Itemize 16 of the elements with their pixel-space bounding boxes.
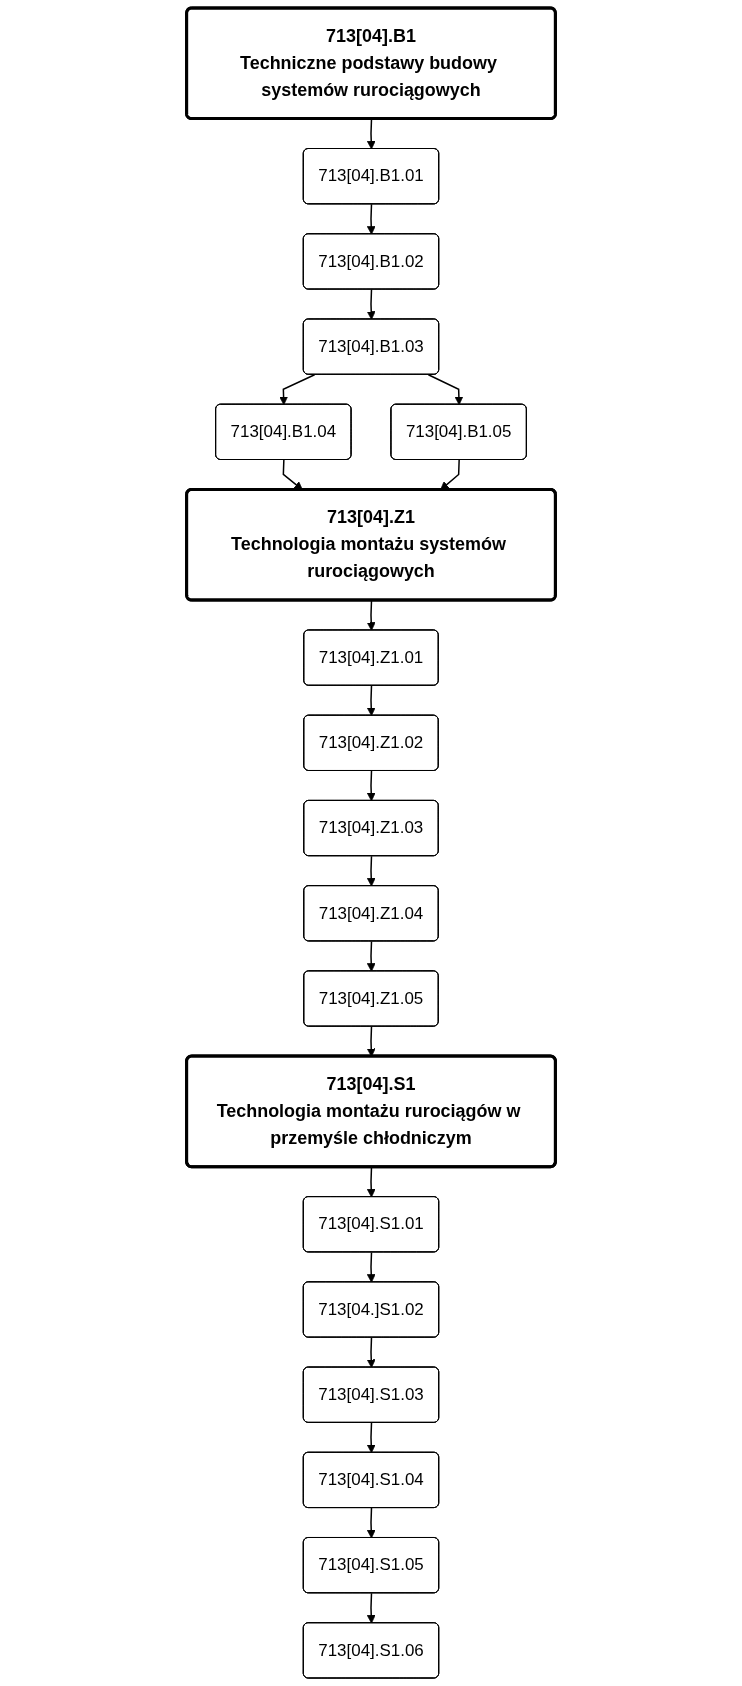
arrow xyxy=(366,1336,376,1368)
arrow xyxy=(366,288,376,320)
arrow xyxy=(366,203,376,235)
arrow xyxy=(279,374,316,406)
arrow xyxy=(366,1025,376,1057)
arrow xyxy=(366,855,376,887)
arrow xyxy=(366,940,376,972)
arrow xyxy=(366,1166,376,1198)
arrow xyxy=(366,770,376,802)
arrow xyxy=(366,1507,376,1539)
arrow xyxy=(366,1592,376,1624)
arrow xyxy=(366,118,376,150)
arrow xyxy=(427,374,464,406)
arrow xyxy=(366,685,376,717)
arrow xyxy=(366,1422,376,1454)
arrow xyxy=(366,1251,376,1283)
